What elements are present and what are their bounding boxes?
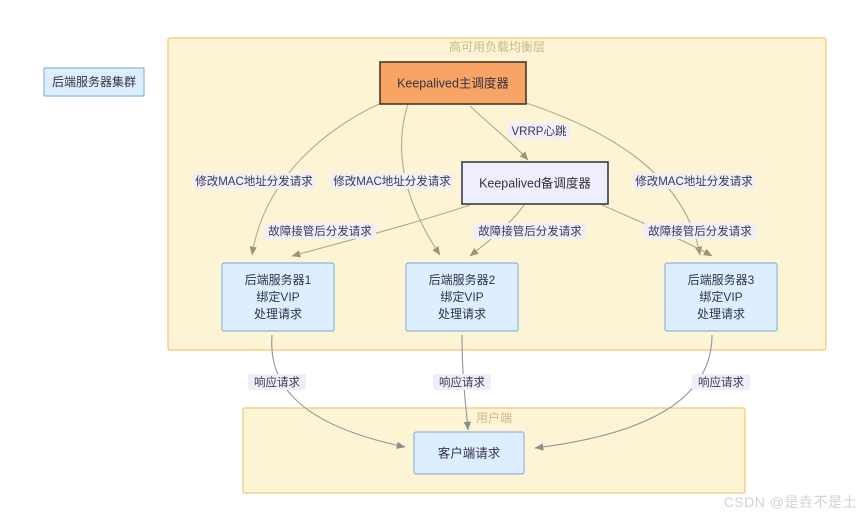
edge-label-fail2-text: 故障接管后分发请求 bbox=[478, 224, 582, 238]
edge-label-mac2-text: 修改MAC地址分发请求 bbox=[333, 174, 451, 188]
edge-label-fail1-bg bbox=[264, 223, 376, 239]
edge-label-resp1: 响应请求 bbox=[248, 374, 306, 390]
legend-backend-cluster[interactable]: 后端服务器集群 bbox=[43, 67, 145, 97]
node-master-scheduler-label: Keepalived主调度器 bbox=[397, 75, 509, 90]
legend-backend-cluster-label: 后端服务器集群 bbox=[52, 74, 136, 89]
edge-label-mac1: 修改MAC地址分发请求 bbox=[193, 173, 315, 189]
node-server2[interactable]: 后端服务器2 绑定VIP 处理请求 bbox=[405, 262, 519, 332]
edge-label-fail1: 故障接管后分发请求 bbox=[264, 223, 376, 239]
edge-label-resp3: 响应请求 bbox=[692, 374, 750, 390]
node-server2-line1: 后端服务器2 bbox=[429, 272, 496, 287]
node-server2-line3: 处理请求 bbox=[438, 307, 486, 321]
edge-label-resp3-text: 响应请求 bbox=[698, 375, 744, 389]
legend-backend-cluster-rect[interactable] bbox=[43, 67, 145, 97]
group-client-layer-title: 用户端 bbox=[476, 410, 512, 425]
edge-master-to-server1 bbox=[249, 99, 389, 256]
node-server3[interactable]: 后端服务器3 绑定VIP 处理请求 bbox=[664, 262, 778, 332]
node-master-scheduler[interactable]: Keepalived主调度器 bbox=[379, 61, 527, 105]
group-ha-layer-title: 高可用负载均衡层 bbox=[449, 39, 545, 54]
edge-label-resp1-bg bbox=[248, 374, 306, 390]
edge-server1-to-client bbox=[271, 334, 406, 449]
node-server1-line2: 绑定VIP bbox=[256, 289, 299, 304]
edge-backup-to-server1 bbox=[291, 204, 471, 258]
node-backup-scheduler[interactable]: Keepalived备调度器 bbox=[461, 161, 609, 205]
edge-label-fail3-bg bbox=[644, 223, 756, 239]
edge-label-resp2-bg bbox=[433, 374, 491, 390]
edge-label-mac2-bg bbox=[331, 173, 453, 189]
edge-server3-to-client bbox=[534, 334, 713, 451]
edge-label-mac2: 修改MAC地址分发请求 bbox=[331, 173, 453, 189]
edge-label-fail2: 故障接管后分发请求 bbox=[474, 223, 586, 239]
edge-label-resp2-text: 响应请求 bbox=[439, 375, 485, 389]
edge-label-fail3-text: 故障接管后分发请求 bbox=[648, 224, 752, 238]
node-server1-rect[interactable] bbox=[221, 262, 335, 332]
node-client-request-label: 客户端请求 bbox=[438, 445, 501, 460]
edge-master-to-server2 bbox=[401, 103, 441, 256]
edge-label-vrrp-text: VRRP心跳 bbox=[512, 124, 567, 138]
node-backup-scheduler-rect[interactable] bbox=[461, 161, 609, 205]
node-server3-line3: 处理请求 bbox=[697, 307, 745, 321]
edge-label-vrrp-bg bbox=[508, 123, 570, 139]
edge-label-mac1-text: 修改MAC地址分发请求 bbox=[195, 174, 313, 188]
node-server3-line2: 绑定VIP bbox=[699, 289, 742, 304]
node-server3-line1: 后端服务器3 bbox=[688, 272, 755, 287]
edge-label-resp1-text: 响应请求 bbox=[254, 375, 300, 389]
edge-master-to-backup-vrrp bbox=[469, 105, 529, 161]
edge-label-mac3-bg bbox=[633, 173, 755, 189]
node-client-request-rect[interactable] bbox=[413, 431, 525, 475]
edge-label-mac3: 修改MAC地址分发请求 bbox=[633, 173, 755, 189]
node-master-scheduler-rect[interactable] bbox=[379, 61, 527, 105]
node-client-request[interactable]: 客户端请求 bbox=[413, 431, 525, 475]
edge-label-fail1-text: 故障接管后分发请求 bbox=[268, 224, 372, 238]
watermark: CSDN @是垚不是土 bbox=[723, 494, 857, 510]
edge-label-mac1-bg bbox=[193, 173, 315, 189]
node-server1-line1: 后端服务器1 bbox=[245, 272, 312, 287]
edge-label-fail2-bg bbox=[474, 223, 586, 239]
node-server1-line3: 处理请求 bbox=[254, 307, 302, 321]
edge-label-mac3-text: 修改MAC地址分发请求 bbox=[635, 174, 753, 188]
edge-label-resp3-bg bbox=[692, 374, 750, 390]
edge-label-resp2: 响应请求 bbox=[433, 374, 491, 390]
node-server1[interactable]: 后端服务器1 绑定VIP 处理请求 bbox=[221, 262, 335, 332]
edge-label-vrrp: VRRP心跳 bbox=[508, 123, 570, 139]
edge-label-fail3: 故障接管后分发请求 bbox=[644, 223, 756, 239]
node-backup-scheduler-label: Keepalived备调度器 bbox=[479, 175, 591, 190]
node-server2-rect[interactable] bbox=[405, 262, 519, 332]
node-server3-rect[interactable] bbox=[664, 262, 778, 332]
node-server2-line2: 绑定VIP bbox=[440, 289, 483, 304]
